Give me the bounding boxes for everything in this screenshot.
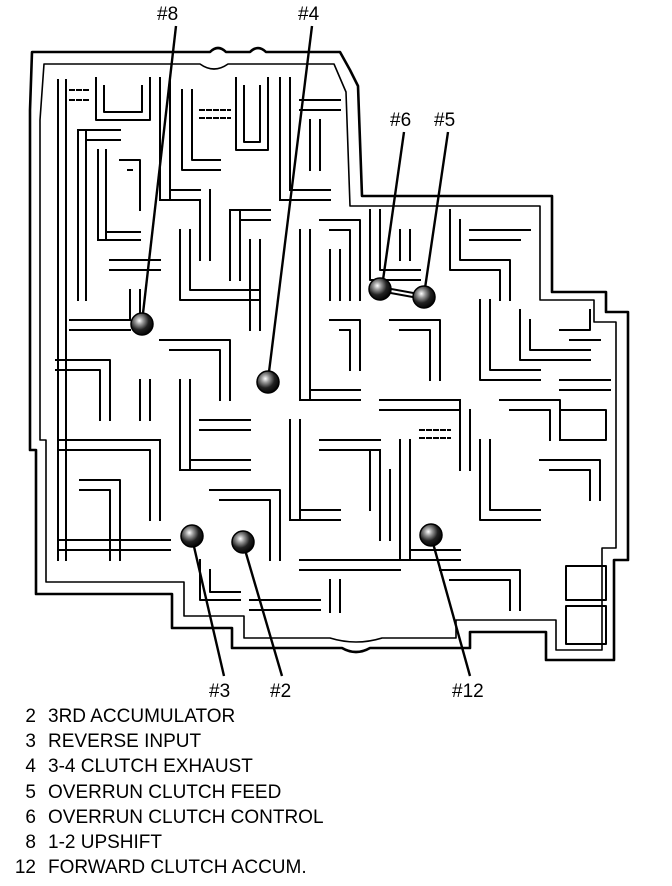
legend-label: FORWARD CLUTCH ACCUM. <box>48 857 307 879</box>
legend-item: 12 FORWARD CLUTCH ACCUM. <box>0 855 672 880</box>
leader-line-12 <box>429 535 472 677</box>
leader-line-4 <box>266 25 314 381</box>
legend-label: 1-2 UPSHIFT <box>48 831 163 853</box>
callout-4: #4 <box>298 4 320 25</box>
legend-item: 6 OVERRUN CLUTCH CONTROL <box>0 805 672 830</box>
callout-2: #2 <box>270 681 291 700</box>
legend-number: 3 <box>25 731 36 753</box>
checkball-12 <box>419 523 443 547</box>
legend-number: 6 <box>25 806 36 828</box>
legend-item: 3 REVERSE INPUT <box>0 729 672 754</box>
checkball-8 <box>130 312 154 336</box>
checkball-4 <box>256 370 280 394</box>
callout-8: #8 <box>157 4 178 25</box>
legend-number: 2 <box>25 706 36 727</box>
callout-labels: #8 #4 #6 #5 #3 #2 #12 <box>157 4 484 700</box>
legend-number: 8 <box>25 831 36 853</box>
legend-number: 5 <box>25 781 36 803</box>
valve-body-diagram: #8 #4 #6 #5 #3 #2 #12 <box>28 4 630 700</box>
callout-5: #5 <box>434 110 455 131</box>
fluid-channels <box>55 77 611 645</box>
callout-3: #3 <box>209 681 230 700</box>
legend-item: 5 OVERRUN CLUTCH FEED <box>0 780 672 805</box>
leader-line-3 <box>190 537 226 677</box>
legend-label: OVERRUN CLUTCH CONTROL <box>48 806 324 828</box>
leader-line-8 <box>140 25 178 323</box>
valve-body-outline <box>28 46 630 662</box>
leader-line-5 <box>422 131 450 296</box>
legend: 2 3RD ACCUMULATOR 3 REVERSE INPUT 4 3-4 … <box>0 704 672 880</box>
legend-label: OVERRUN CLUTCH FEED <box>48 781 282 803</box>
checkball-6 <box>368 277 392 301</box>
leader-line-6 <box>380 131 406 288</box>
legend-item: 4 3-4 CLUTCH EXHAUST <box>0 754 672 779</box>
legend-label: 3RD ACCUMULATOR <box>48 706 236 727</box>
checkball-3 <box>180 524 204 548</box>
callout-12: #12 <box>452 681 484 700</box>
legend-number: 12 <box>14 857 36 879</box>
callout-6: #6 <box>390 110 411 131</box>
checkball-5 <box>412 285 436 309</box>
checkball-2 <box>231 530 255 554</box>
checkballs <box>130 277 443 554</box>
legend-label: 3-4 CLUTCH EXHAUST <box>48 756 253 778</box>
legend-item: 2 3RD ACCUMULATOR <box>0 704 672 729</box>
legend-label: REVERSE INPUT <box>48 731 202 753</box>
leader-line-2 <box>241 542 284 677</box>
legend-item: 8 1-2 UPSHIFT <box>0 830 672 855</box>
legend-number: 4 <box>25 756 36 778</box>
leader-lines <box>140 25 472 677</box>
